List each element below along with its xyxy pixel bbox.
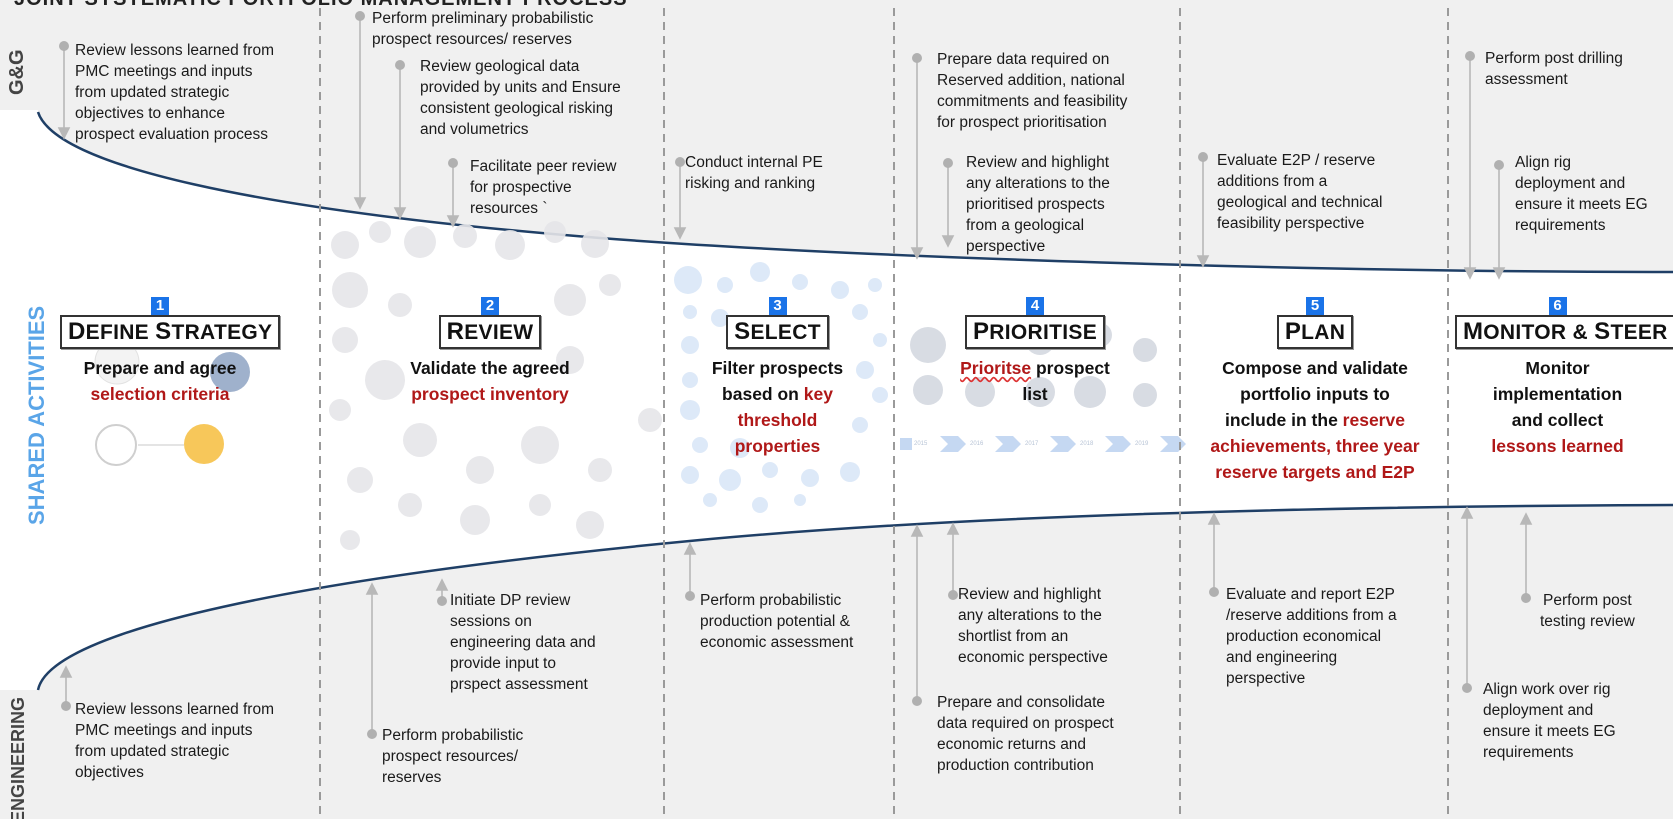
step-description: Validate the agreed prospect inventory	[410, 358, 570, 404]
step-plan: 5 PLAN Compose and validate portfolio in…	[1190, 297, 1440, 485]
eng-note: Evaluate and report E2P/reserve addition…	[1226, 586, 1397, 687]
timeline-year: 2018	[1080, 441, 1094, 447]
step-title: PRIORITISE	[964, 315, 1106, 349]
step-description: Compose and validate portfolio inputs to…	[1210, 358, 1420, 482]
gg-arrows	[57, 18, 1506, 280]
gg-dots	[59, 11, 1504, 170]
eng-dots	[61, 587, 1531, 739]
upper-curve	[36, 111, 1673, 274]
timeline-year: 2017	[1025, 441, 1039, 447]
step-number: 2	[481, 297, 499, 315]
step-title: SELECT	[726, 315, 829, 349]
eng-band	[0, 505, 1673, 819]
lower-curve	[36, 503, 1673, 691]
lane-label-engineering: ENGINEERING	[8, 696, 28, 819]
step-description: Prioritse prospect list	[960, 358, 1110, 404]
step-number: 3	[768, 297, 787, 315]
step-title: MONITOR & STEER	[1455, 315, 1673, 349]
step-number: 1	[151, 297, 169, 315]
step-define-strategy: 1 DEFINE STRATEGY Prepare and agree sele…	[60, 297, 281, 407]
step-title: REVIEW	[438, 315, 542, 349]
decor-dots-select	[674, 262, 888, 513]
lane-label-gg: G&G	[6, 49, 28, 95]
step-prioritise: 4 PRIORITISE Prioritse prospect list	[935, 297, 1135, 407]
column-separators	[319, 8, 1449, 819]
step-description: Monitor implementation and collect lesso…	[1491, 358, 1624, 456]
step-review: 2 REVIEW Validate the agreed prospect in…	[380, 297, 600, 407]
lane-label-shared: SHARED ACTIVITIES	[24, 305, 49, 525]
page-title: JOINT SYSTEMATIC PORTFOLIO MANAGEMENT PR…	[14, 0, 628, 11]
decor-timeline	[900, 436, 1186, 452]
step-number: 6	[1548, 297, 1567, 315]
step-number: 4	[1026, 297, 1044, 315]
gg-band	[0, 0, 1673, 272]
timeline-year: 2019	[1135, 441, 1149, 447]
step-number: 5	[1306, 297, 1324, 315]
timeline-year: 2016	[970, 441, 984, 447]
step-monitor-steer: 6 MONITOR & STEER Monitor implementation…	[1455, 297, 1673, 459]
timeline-year: 2015	[914, 441, 928, 447]
step-title: DEFINE STRATEGY	[60, 315, 281, 349]
step-title: PLAN	[1276, 315, 1354, 349]
decor-dots-review	[329, 221, 662, 550]
decor-circles-strategy	[94, 339, 250, 466]
eng-arrows	[59, 506, 1533, 734]
step-description: Filter prospects based on key threshold …	[711, 358, 844, 456]
step-select: 3 SELECT Filter prospects based on key t…	[680, 297, 875, 459]
step-description: Prepare and agree selection criteria	[83, 358, 237, 404]
